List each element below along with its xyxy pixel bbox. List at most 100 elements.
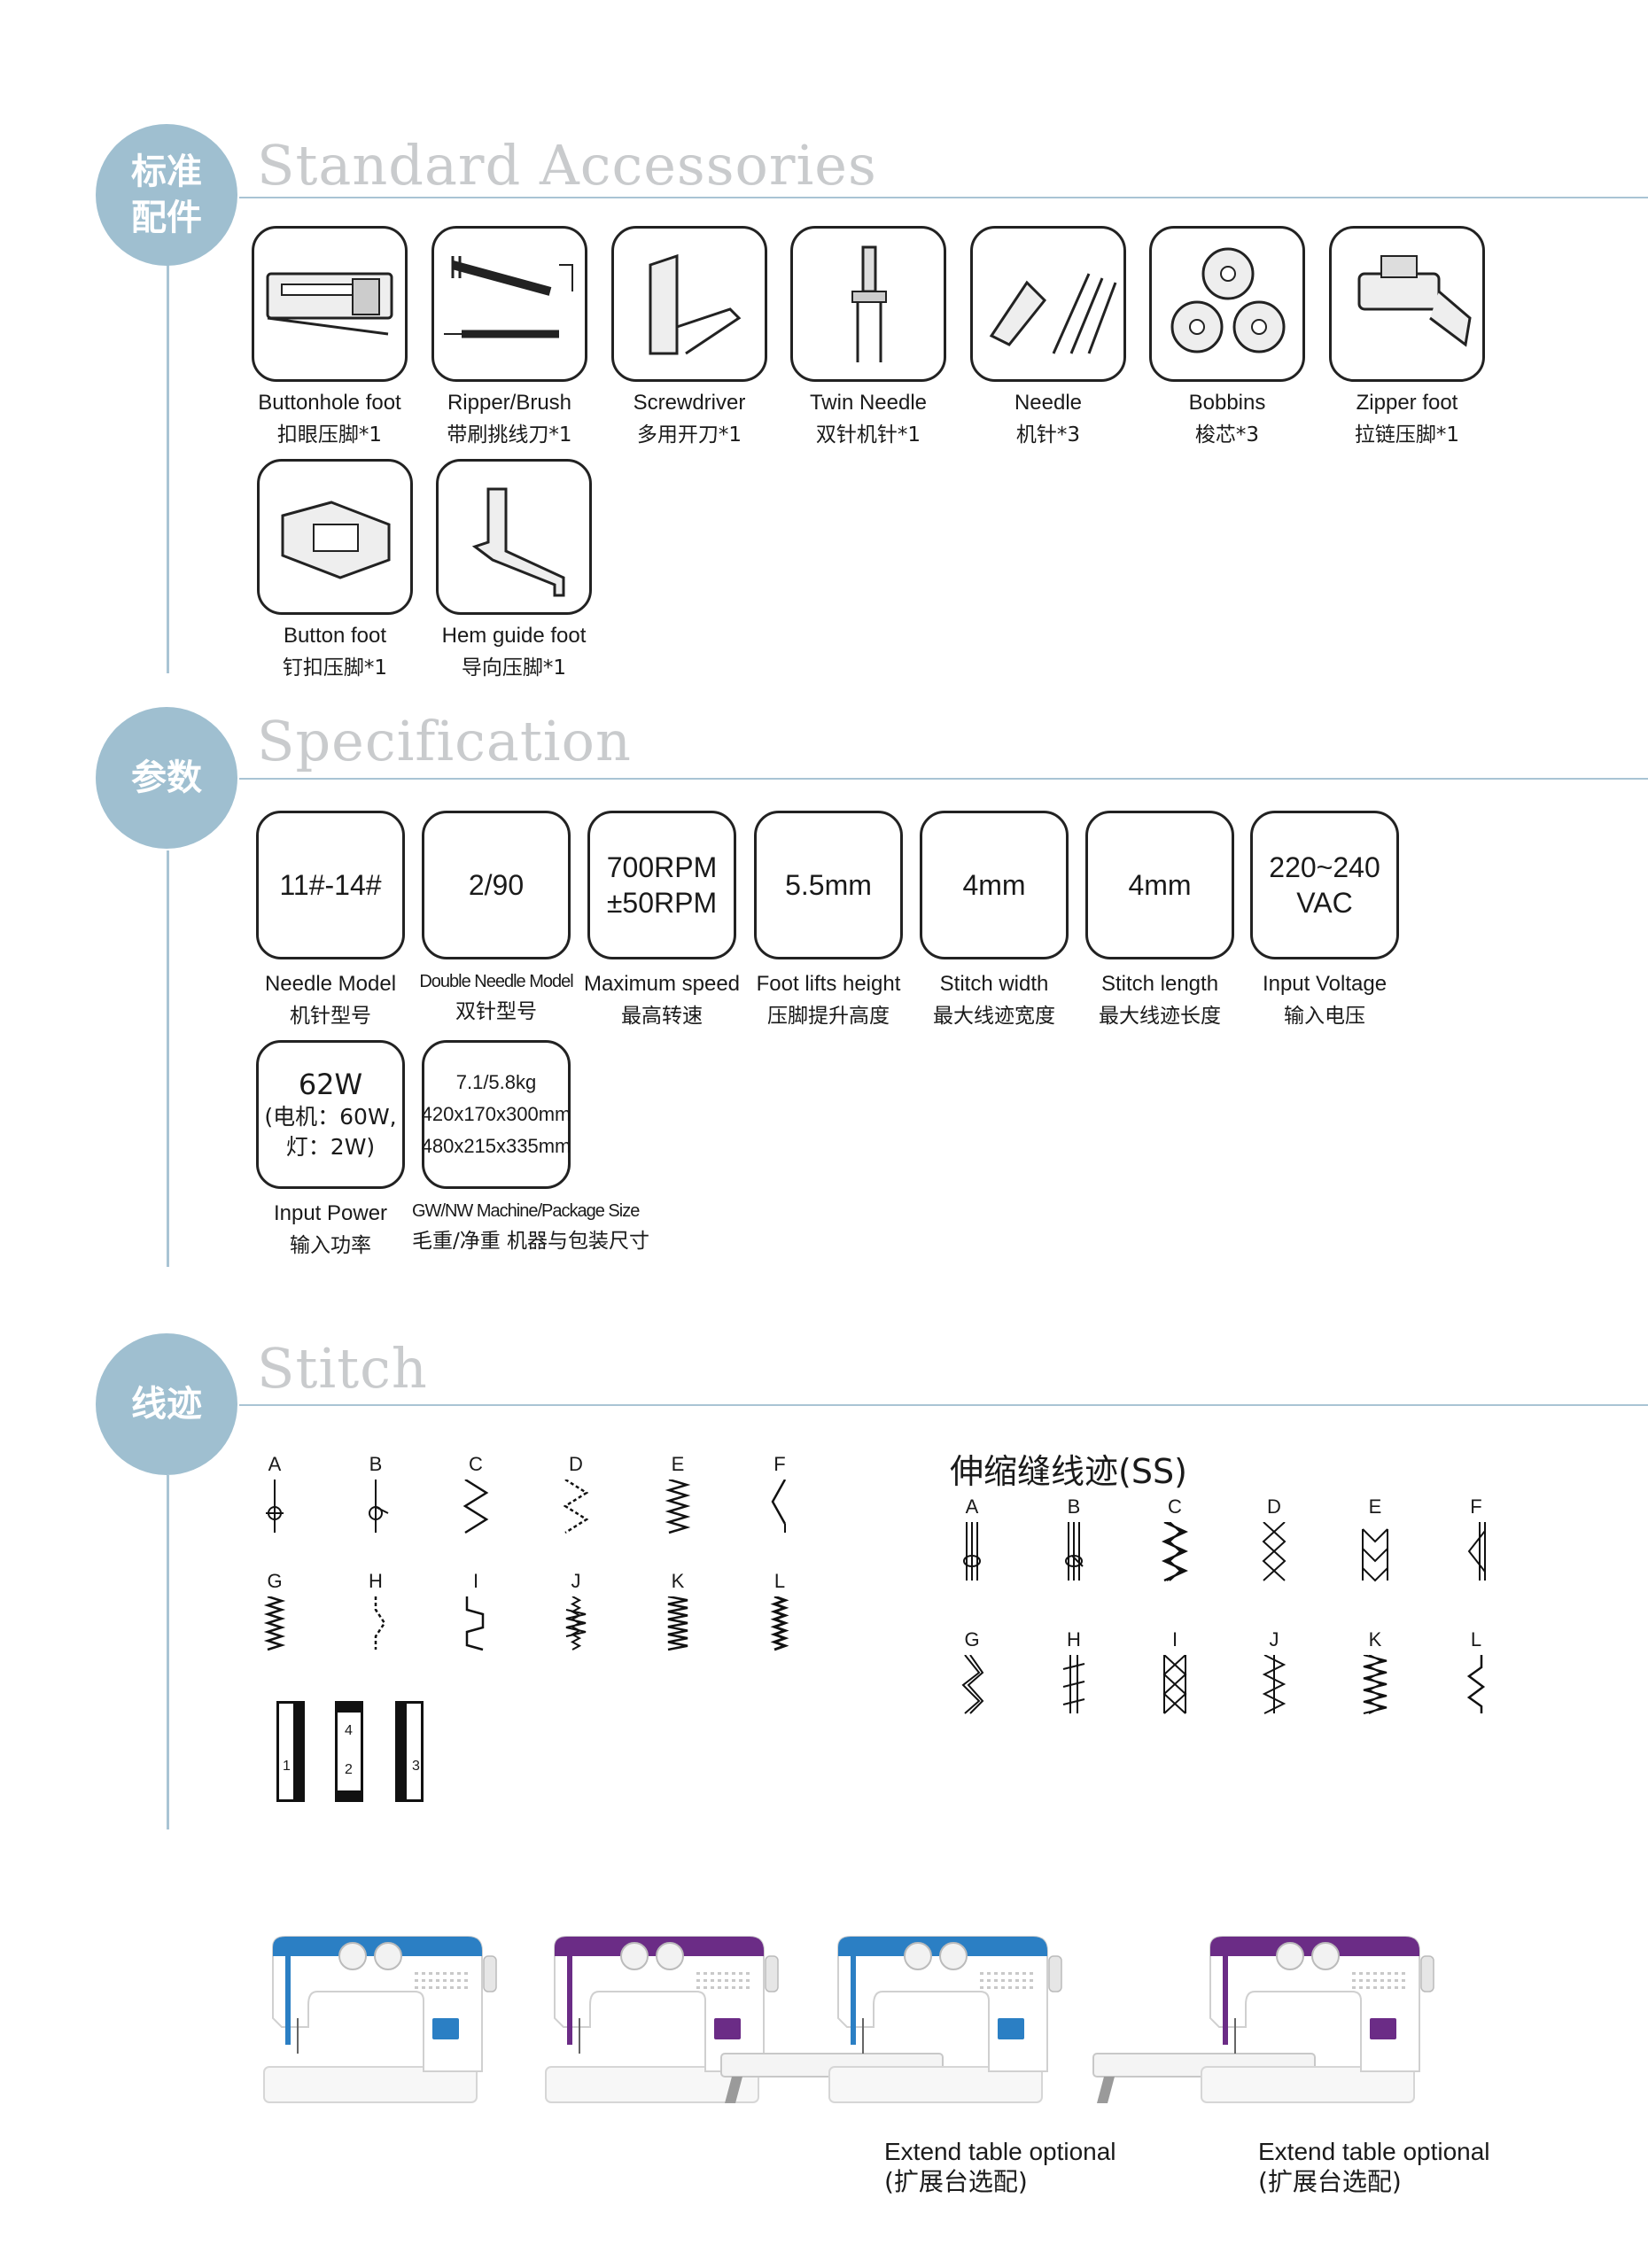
stretch-stitch-item: F (1450, 1495, 1503, 1582)
specification-title: Specification (257, 709, 632, 773)
accessories-timeline (167, 221, 169, 673)
stitch-label: L (1470, 1628, 1482, 1651)
stitch-pattern-icon (1467, 1522, 1486, 1581)
specification-timeline (167, 850, 169, 1267)
stretch-stitch-item: D (1248, 1495, 1301, 1582)
stitch-pattern-icon (665, 1480, 691, 1534)
basic-stitch-item: J (549, 1570, 602, 1651)
stitch-label: K (1368, 1628, 1382, 1651)
accessory-item: Buttonhole foot 扣眼压脚*1 (241, 226, 418, 447)
stitch-label: F (1470, 1495, 1482, 1518)
stitch-label: C (1168, 1495, 1182, 1518)
basic-stitch-item: I (449, 1570, 502, 1651)
buttonhole-foot-icon (252, 226, 408, 382)
stretch-stitch-item: L (1450, 1628, 1503, 1715)
accessory-name-en: Zipper foot (1356, 391, 1458, 415)
spec-label-en: GW/NW Machine/Package Size (412, 1201, 640, 1221)
stretch-stitch-item: A (945, 1495, 999, 1582)
spec-label-cn: 毛重/净重 机器与包装尺寸 (412, 1230, 650, 1253)
spec-label-en: Maximum speed (583, 972, 741, 996)
stitch-pattern-icon (1363, 1655, 1388, 1714)
buttonhole-step-3: 3 (395, 1701, 424, 1802)
stitch-pattern-icon (961, 1655, 984, 1714)
spec-value: 62W(电机：60W,灯：2W) (256, 1040, 405, 1189)
needle-icon (970, 226, 1126, 382)
stitch-label: C (469, 1453, 483, 1475)
accessory-name-en: Button foot (283, 624, 387, 648)
stitch-label: L (773, 1570, 786, 1592)
accessory-name-en: Buttonhole foot (258, 391, 401, 415)
spec-label-cn: 压脚提升高度 (767, 1005, 890, 1028)
twin-needle-icon (790, 226, 946, 382)
machine-caption-2: Extend table optional(扩展台选配) (1258, 2138, 1490, 2196)
zipper-foot-icon (1329, 226, 1485, 382)
spec-value: 5.5mm (754, 811, 903, 959)
button-foot-icon (257, 459, 413, 615)
specification-badge: 参数 (96, 707, 237, 849)
spec-label-cn: 机针型号 (290, 1005, 371, 1028)
stitch-pattern-icon (1362, 1528, 1388, 1582)
spec-value: 2/90 (422, 811, 571, 959)
sewing-machine-image (545, 1936, 779, 2103)
stretch-stitch-item: C (1148, 1495, 1201, 1582)
accessory-name-en: Screwdriver (633, 391, 746, 415)
stitch-pattern-icon (374, 1596, 386, 1650)
basic-stitch-item: E (651, 1453, 704, 1534)
stitch-pattern-icon (1065, 1522, 1084, 1581)
accessory-name-cn: 钉扣压脚*1 (282, 656, 388, 680)
spec-label-en: Stitch width (939, 972, 1049, 996)
stitch-pattern-icon (1062, 1655, 1085, 1713)
basic-stitch-item: B (349, 1453, 402, 1534)
stitch-pattern-icon (771, 1480, 787, 1533)
stitch-pattern-icon (563, 1480, 589, 1534)
spec-value: 11#-14# (256, 811, 405, 959)
stitch-pattern-icon (770, 1596, 789, 1651)
basic-stitch-item: L (753, 1570, 806, 1651)
accessory-item: Zipper foot 拉链压脚*1 (1318, 226, 1496, 447)
accessory-name-cn: 扣眼压脚*1 (276, 423, 383, 447)
stitch-pattern-icon (263, 1596, 286, 1651)
stitch-pattern-icon (1161, 1522, 1189, 1582)
spec-value: 4mm (920, 811, 1069, 959)
stretch-stitch-item: G (945, 1628, 999, 1715)
stitch-label: I (472, 1570, 479, 1592)
spec-label-en: Input Power (273, 1201, 388, 1225)
basic-stitch-item: D (549, 1453, 602, 1534)
sewing-machine-extension-table-image (1092, 1936, 1434, 2103)
basic-stitch-item: G (248, 1570, 301, 1651)
stitch-label: K (671, 1570, 685, 1592)
stitch-label: E (1368, 1495, 1382, 1518)
basic-stitch-item: K (651, 1570, 704, 1651)
stitch-pattern-icon (1162, 1655, 1187, 1714)
stitch-label: F (773, 1453, 786, 1475)
stretch-stitch-item: E (1349, 1495, 1402, 1582)
basic-stitch-item: A (248, 1453, 301, 1534)
spec-label-en: Double Needle Model (419, 972, 573, 991)
stitch-label: H (1067, 1628, 1081, 1651)
sewing-machine-extension-table-image (720, 1936, 1062, 2103)
stitch-label: D (569, 1453, 583, 1475)
basic-stitch-item: C (449, 1453, 502, 1534)
basic-stitch-item: F (753, 1453, 806, 1534)
accessory-name-cn: 拉链压脚*1 (1354, 423, 1460, 447)
stretch-stitch-item: I (1148, 1628, 1201, 1715)
stitch-label: I (1171, 1628, 1178, 1651)
stitch-pattern-icon (667, 1596, 688, 1651)
spec-label-en: Stitch length (1100, 972, 1219, 996)
machine-caption-1: Extend table optional(扩展台选配) (884, 2138, 1116, 2196)
stitch-label: A (965, 1495, 979, 1518)
stretch-stitch-item: K (1349, 1628, 1402, 1715)
spec-label-en: Input Voltage (1262, 972, 1388, 996)
accessory-name-en: Twin Needle (809, 391, 928, 415)
stitch-pattern-icon (266, 1480, 284, 1533)
stitch-label: B (1067, 1495, 1081, 1518)
